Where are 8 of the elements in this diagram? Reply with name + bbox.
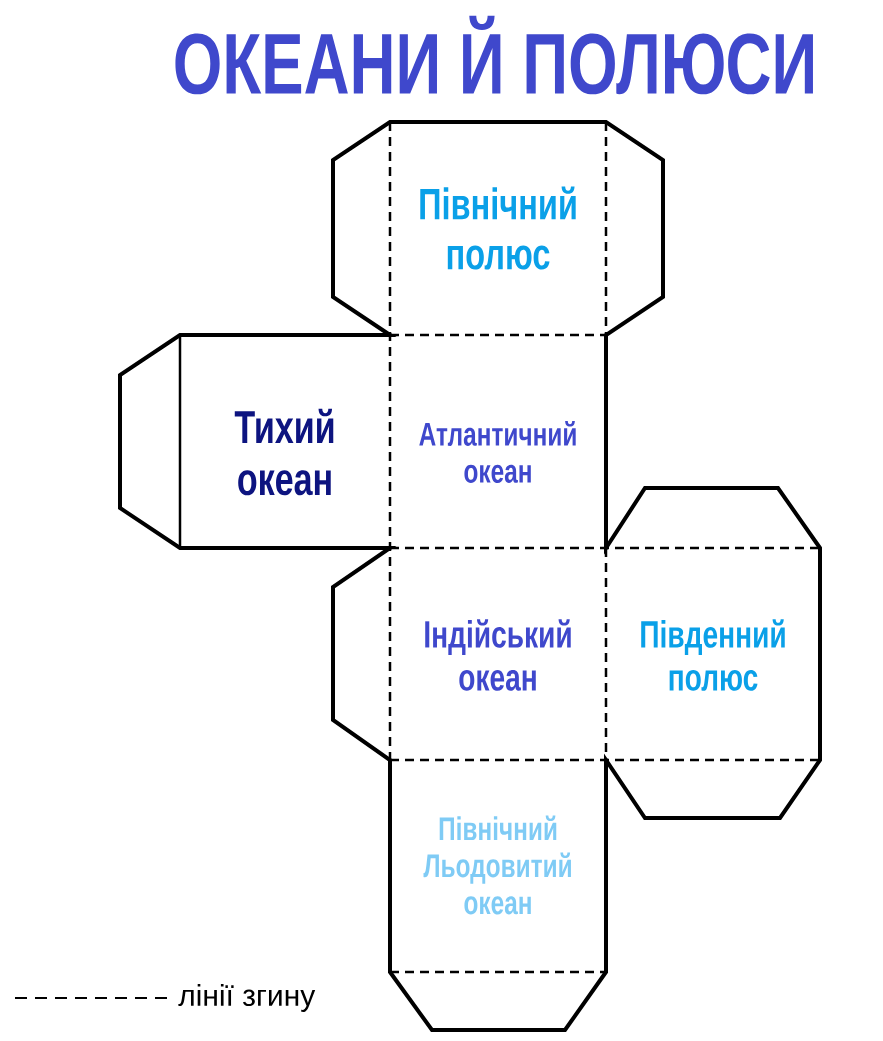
- face-label: Північний Льодовитий океан: [423, 815, 571, 915]
- face-label: Тихий океан: [234, 408, 334, 496]
- face-label: Атлантичний океан: [419, 421, 576, 483]
- face-label: Індійський океан: [425, 619, 571, 691]
- legend-label: лінії згину: [178, 984, 316, 1012]
- face-label: Північний полюс: [420, 186, 576, 270]
- title: ОКЕАНИ Й ПОЛЮСИ: [175, 15, 813, 95]
- face-label: Південний полюс: [641, 619, 785, 691]
